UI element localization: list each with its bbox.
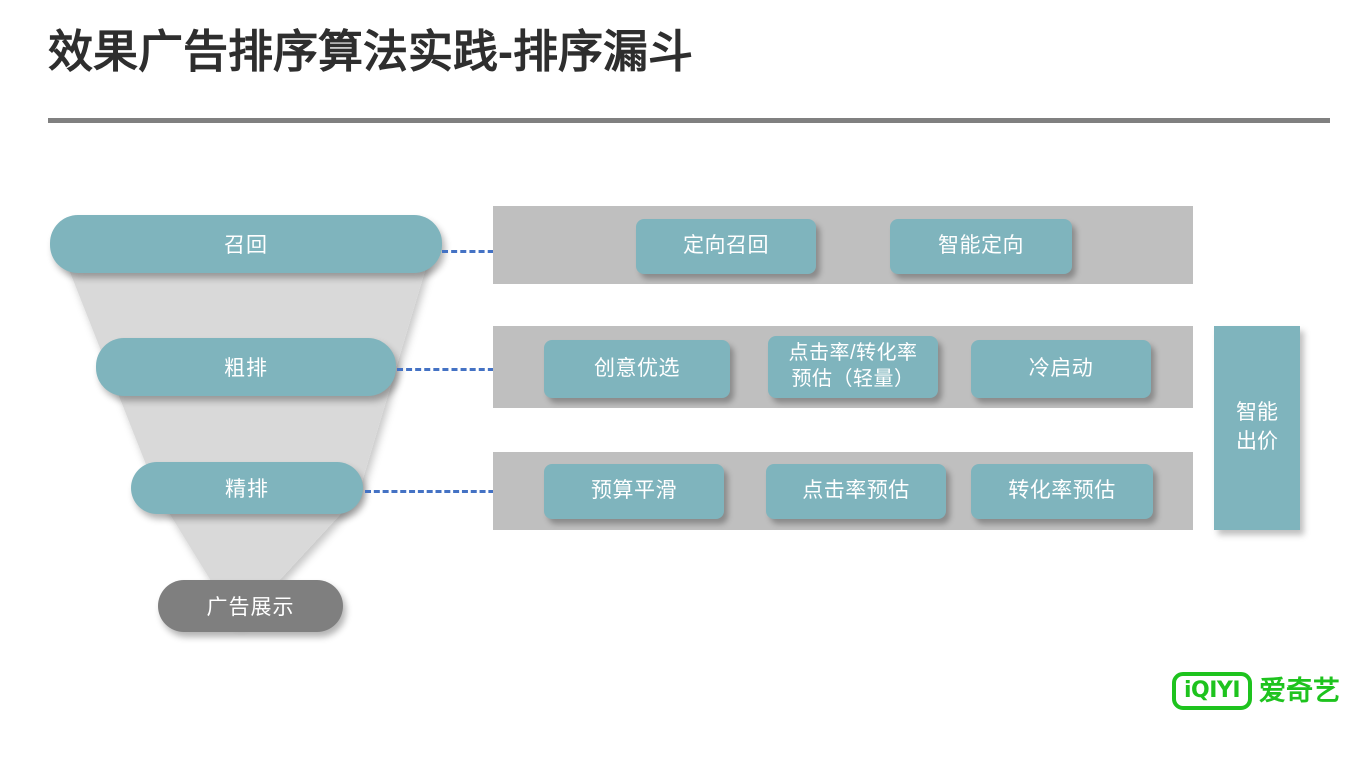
module-chip-cold-start[interactable]: 冷启动 <box>971 340 1151 398</box>
connector-line-recall <box>442 250 512 253</box>
funnel-stage-label: 召回 <box>224 234 268 257</box>
title-divider <box>48 118 1330 123</box>
smart-bidding-label-line1: 智能 <box>1236 401 1278 425</box>
funnel-stage-coarse-rank[interactable]: 粗排 <box>96 338 396 396</box>
module-chip-label: 点击率/转化率预估（轻量） <box>788 342 918 390</box>
page-title: 效果广告排序算法实践-排序漏斗 <box>48 26 693 77</box>
ranking-funnel: 召回 粗排 精排 广告展示 <box>48 195 468 655</box>
module-chip-creative-selection[interactable]: 创意优选 <box>544 340 730 398</box>
smart-bidding-label-line2: 出价 <box>1236 430 1278 453</box>
iqiyi-wordmark: 爱奇艺 <box>1259 675 1340 706</box>
module-chip-budget-smoothing[interactable]: 预算平滑 <box>544 464 724 519</box>
iqiyi-mark-icon: iQIYI <box>1172 672 1252 710</box>
funnel-stage-label: 精排 <box>225 478 269 501</box>
iqiyi-logo: iQIYI 爱奇艺 <box>1172 672 1340 710</box>
module-chip-cvr-prediction[interactable]: 转化率预估 <box>971 464 1153 519</box>
funnel-stage-label: 粗排 <box>224 357 268 380</box>
connector-line-coarse-rank <box>397 368 512 371</box>
module-chip-label: 冷启动 <box>1028 356 1094 380</box>
funnel-stage-fine-rank[interactable]: 精排 <box>131 462 363 514</box>
module-chip-label: 点击率预估 <box>802 479 910 503</box>
module-chip-label: 预算平滑 <box>591 479 677 503</box>
iqiyi-mark-text: iQIYI <box>1183 678 1241 703</box>
funnel-stage-label: 广告展示 <box>206 596 295 619</box>
module-chip-ctr-cvr-light[interactable]: 点击率/转化率预估（轻量） <box>768 336 938 398</box>
funnel-stage-ad-display[interactable]: 广告展示 <box>158 580 343 632</box>
module-chip-smart-bidding[interactable]: 智能 出价 <box>1214 326 1300 530</box>
module-band-recall <box>493 206 1193 284</box>
module-chip-label: 转化率预估 <box>1008 479 1116 503</box>
module-chip-smart-targeting[interactable]: 智能定向 <box>890 219 1072 274</box>
connector-line-fine-rank <box>365 490 512 493</box>
module-chip-label: 创意优选 <box>594 356 680 380</box>
funnel-stage-recall[interactable]: 召回 <box>50 215 442 273</box>
module-chip-ctr-prediction[interactable]: 点击率预估 <box>766 464 946 519</box>
module-chip-label: 智能定向 <box>938 234 1024 258</box>
module-chip-targeted-recall[interactable]: 定向召回 <box>636 219 816 274</box>
module-chip-label: 定向召回 <box>683 234 769 258</box>
